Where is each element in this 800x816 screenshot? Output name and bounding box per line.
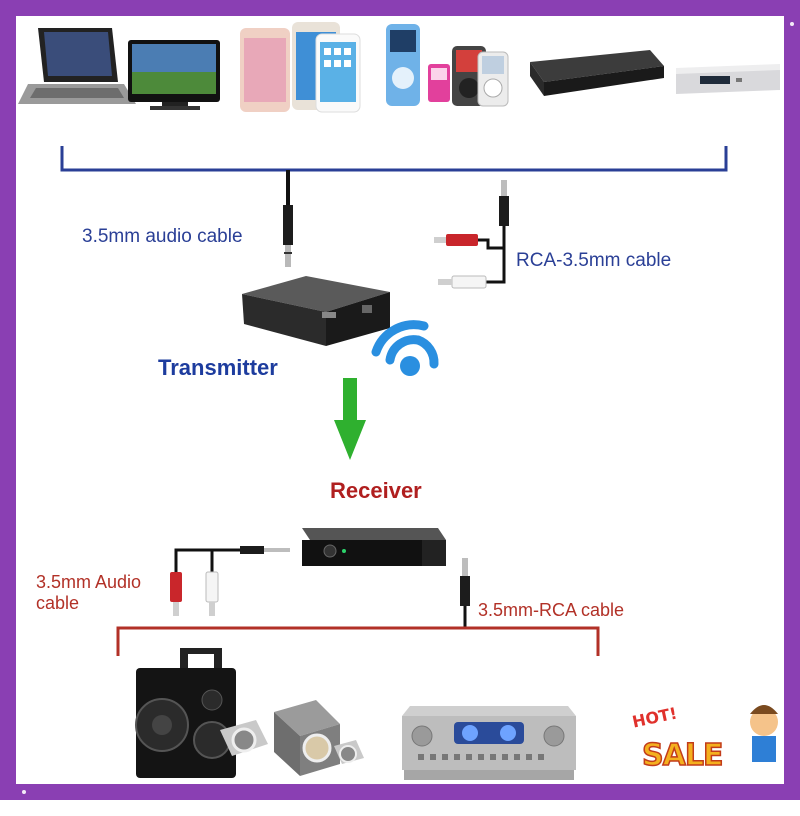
receiver-title: Receiver bbox=[330, 478, 422, 503]
laptop-icon bbox=[18, 28, 136, 104]
cable-label-rca: RCA-3.5mm cable bbox=[516, 250, 672, 271]
ipod-icon bbox=[452, 46, 509, 107]
sale-badge: SALE bbox=[641, 737, 724, 774]
stereo-speaker-icon bbox=[220, 700, 364, 776]
smartphone-icon bbox=[240, 22, 361, 113]
cable-label-3-5mm: 3.5mm audio cable bbox=[82, 226, 243, 247]
transmitter-title: Transmitter bbox=[158, 355, 278, 380]
cable-label-3-5mm-rca: 3.5mm-RCA cable bbox=[478, 600, 625, 620]
amplifier-icon bbox=[402, 706, 576, 780]
receiver-device bbox=[302, 528, 446, 566]
tv-icon bbox=[128, 40, 220, 110]
mascot-icon bbox=[750, 705, 778, 762]
arrow-down-icon bbox=[334, 378, 366, 460]
transmitter-device bbox=[242, 276, 390, 346]
mp3-player-icon bbox=[386, 24, 450, 106]
wireless-signal-icon bbox=[371, 320, 439, 376]
set-top-box-icon bbox=[676, 64, 780, 94]
cable-label-audio: 3.5mm Audio cable bbox=[36, 572, 142, 613]
connection-diagram bbox=[18, 22, 780, 780]
dvd-player-icon bbox=[530, 50, 664, 96]
speaker-icon bbox=[135, 648, 236, 778]
